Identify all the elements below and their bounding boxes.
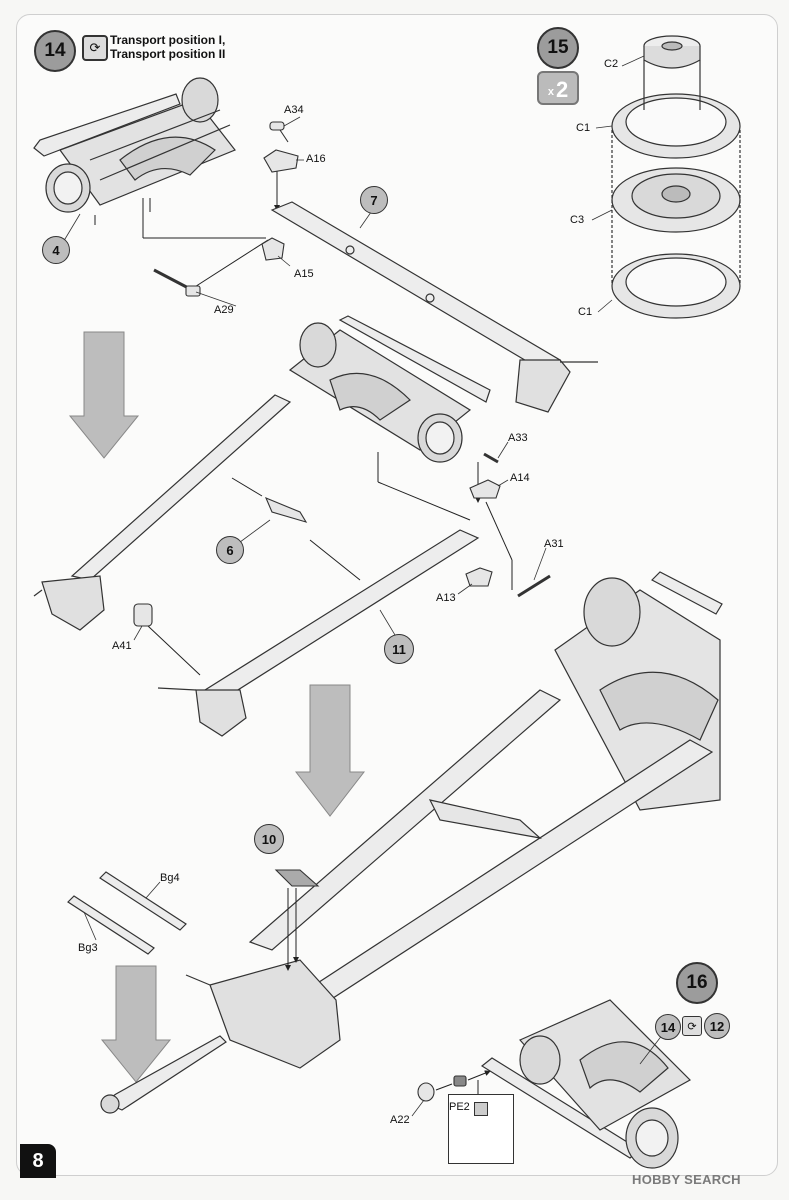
part-a15: A15 bbox=[294, 268, 314, 280]
step-14-badge: 14 bbox=[34, 30, 76, 72]
final-assembly bbox=[185, 571, 723, 1069]
pe2-detail-box bbox=[448, 1094, 514, 1164]
ref-12-badge: 12 bbox=[704, 1013, 730, 1039]
part-a14: A14 bbox=[510, 472, 530, 484]
part-c1-top: C1 bbox=[576, 122, 591, 134]
watermark: HOBBY SEARCH bbox=[632, 1172, 741, 1187]
multiplier-count: 2 bbox=[555, 77, 569, 102]
step-14-title-line2: Transport position II bbox=[110, 47, 226, 61]
step-16-badge: 16 bbox=[676, 962, 718, 1004]
part-c1-bottom: C1 bbox=[578, 306, 593, 318]
part-a16: A16 bbox=[306, 153, 326, 165]
part-a34: A34 bbox=[284, 104, 304, 116]
page-number: 8 bbox=[20, 1144, 56, 1178]
step-15-badge: 15 bbox=[537, 27, 579, 69]
part-bg3: Bg3 bbox=[78, 942, 98, 954]
part-a13: A13 bbox=[436, 592, 456, 604]
tow-arm bbox=[100, 1035, 227, 1114]
multiplier-x: x bbox=[547, 86, 554, 98]
part-c2: C2 bbox=[604, 58, 619, 70]
direction-arrows bbox=[68, 331, 366, 1083]
tow-bar-7 bbox=[270, 201, 598, 413]
part-c3: C3 bbox=[570, 214, 585, 226]
subassembly-4-badge: 4 bbox=[42, 236, 70, 264]
part-a31: A31 bbox=[544, 538, 564, 550]
part-bg4: Bg4 bbox=[160, 872, 180, 884]
wheel-assembly bbox=[611, 35, 741, 319]
ref-14-badge: 14 bbox=[655, 1014, 681, 1040]
part-a22: A22 bbox=[390, 1114, 410, 1126]
subassembly-7-badge: 7 bbox=[360, 186, 388, 214]
step16-assembly bbox=[480, 999, 691, 1169]
middle-carriage bbox=[288, 315, 491, 463]
step-14-title-line1: Transport position I, bbox=[110, 33, 226, 47]
middle-bars bbox=[33, 394, 480, 737]
rotate-icon: ⟳ bbox=[82, 35, 108, 61]
part-a41: A41 bbox=[112, 640, 132, 652]
subassembly-11-badge: 11 bbox=[384, 634, 414, 664]
rotate-icon-small: ⟳ bbox=[682, 1016, 702, 1036]
photo-etch-icon bbox=[474, 1102, 488, 1116]
subassembly-10-badge: 10 bbox=[254, 824, 284, 854]
quantity-multiplier: x 2 bbox=[537, 71, 579, 105]
front-carriage-top bbox=[33, 77, 236, 213]
part-pe2: PE2 bbox=[449, 1101, 470, 1113]
part-a29: A29 bbox=[214, 304, 234, 316]
subassembly-6-badge: 6 bbox=[216, 536, 244, 564]
part-a33: A33 bbox=[508, 432, 528, 444]
